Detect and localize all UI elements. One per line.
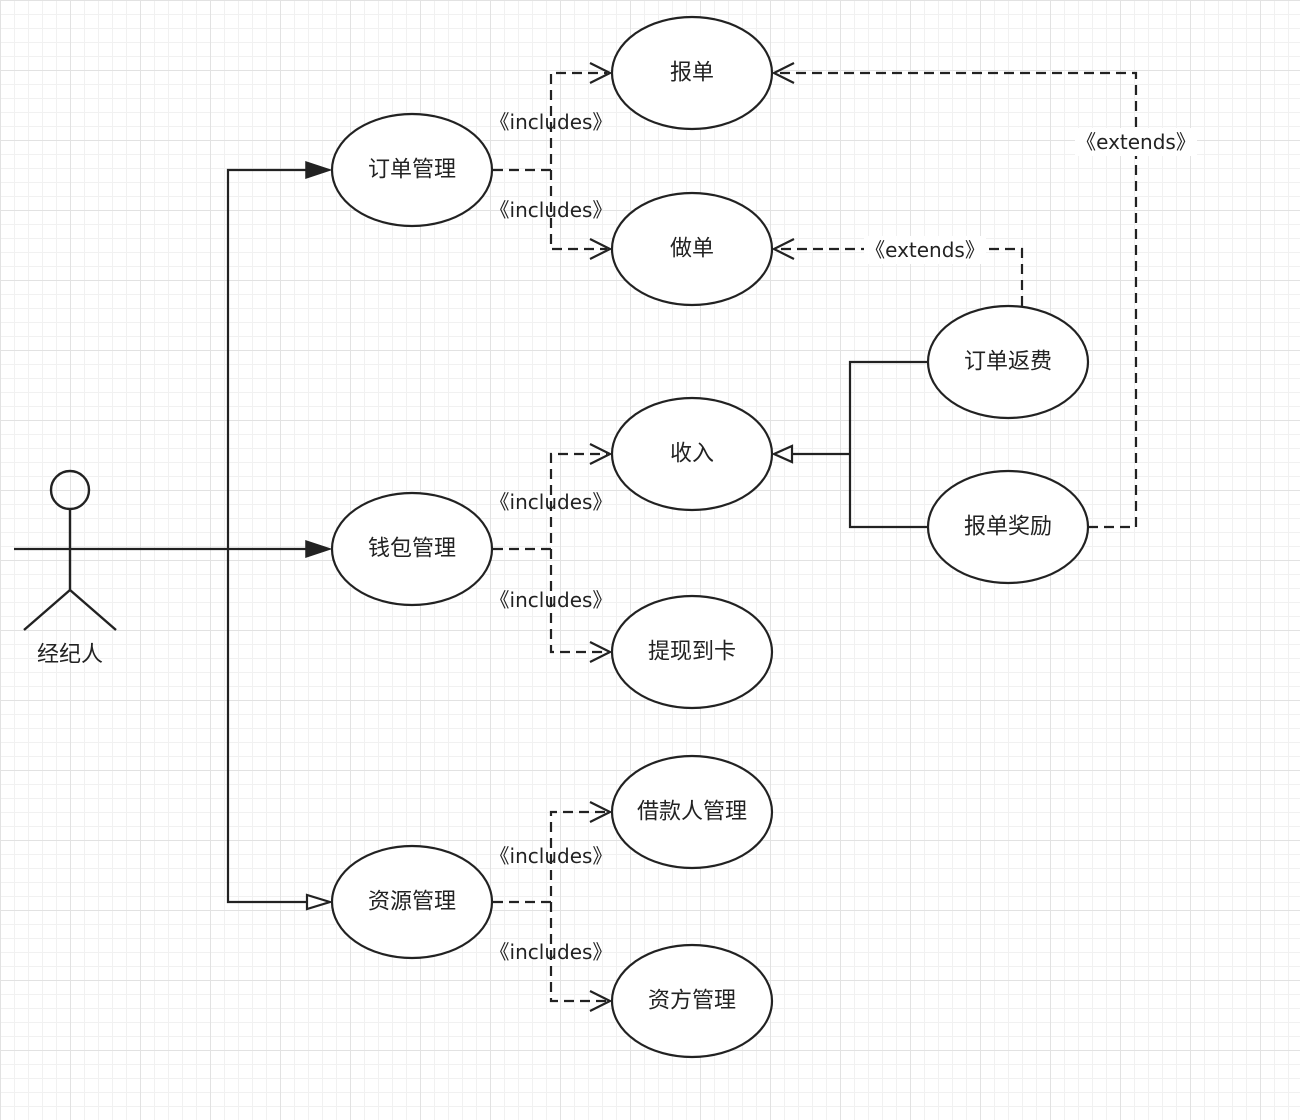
- use-case-label: 订单管理: [368, 158, 456, 183]
- arrowhead-make-order: [589, 238, 613, 260]
- arrowhead-extend-make-order: [771, 238, 795, 260]
- use-case-income[interactable]: 收入: [610, 396, 774, 512]
- actor-associations: [14, 160, 334, 911]
- includes-label-withdraw: 《includes》: [490, 588, 613, 612]
- extends-label-report-order: 《extends》: [1076, 130, 1196, 154]
- arrowhead-wallet-management: [305, 539, 333, 559]
- arrowhead-resource-management: [305, 893, 334, 911]
- association-order-management: [226, 168, 312, 549]
- actor-left-leg: [23, 589, 71, 631]
- extend-line-rebate-to-make-order: [776, 247, 1024, 306]
- use-case-label: 报单奖励: [964, 515, 1052, 540]
- include-line-make-order: [549, 170, 607, 251]
- association-resource-management: [226, 549, 312, 904]
- arrowhead-report-order: [589, 62, 613, 84]
- use-case-label: 资源管理: [368, 890, 456, 915]
- include-line-withdraw: [549, 549, 607, 654]
- actor: 经纪人: [23, 469, 117, 668]
- include-line-report-order: [493, 71, 607, 172]
- use-case-report-reward[interactable]: 报单奖励: [926, 469, 1090, 585]
- arrowhead-borrower: [589, 801, 613, 823]
- use-case-label: 做单: [670, 237, 714, 262]
- include-line-funder: [549, 902, 607, 1003]
- use-case-label: 订单返费: [964, 350, 1052, 375]
- use-case-wallet-management[interactable]: 钱包管理: [330, 491, 494, 607]
- arrowhead-income: [589, 443, 613, 465]
- includes-label-income: 《includes》: [490, 490, 613, 514]
- extend-line-reward-to-report-order: [776, 71, 1138, 529]
- extends-label-make-order: 《extends》: [865, 238, 985, 262]
- includes-label-funder: 《includes》: [490, 940, 613, 964]
- use-case-funder-management[interactable]: 资方管理: [610, 943, 774, 1059]
- arrowhead-withdraw: [589, 641, 613, 663]
- use-case-label: 收入: [670, 442, 714, 467]
- include-line-income: [493, 452, 607, 551]
- use-case-resource-management[interactable]: 资源管理: [330, 844, 494, 960]
- includes-relations: 《includes》 《includes》 《includes》 《includ…: [490, 62, 613, 1012]
- use-case-label: 报单: [670, 61, 714, 86]
- includes-label-make-order: 《includes》: [490, 198, 613, 222]
- arrowhead-funder: [589, 990, 613, 1012]
- use-case-label: 资方管理: [648, 989, 736, 1014]
- extends-label-bg-1: [864, 236, 986, 264]
- arrowhead-extend-report-order: [771, 62, 795, 84]
- actor-head: [49, 469, 91, 511]
- extends-relations: 《extends》 《extends》: [771, 62, 1197, 529]
- use-case-borrower-management[interactable]: 借款人管理: [610, 754, 774, 870]
- use-case-label: 借款人管理: [637, 800, 747, 825]
- use-case-label: 提现到卡: [648, 640, 736, 665]
- include-line-borrower: [493, 810, 607, 904]
- generalization-relations: [771, 360, 928, 529]
- use-case-label: 钱包管理: [368, 537, 456, 562]
- extends-label-bg-2: [1075, 128, 1197, 156]
- use-case-order-management[interactable]: 订单管理: [330, 112, 494, 228]
- includes-label-report-order: 《includes》: [490, 110, 613, 134]
- use-case-report-order[interactable]: 报单: [610, 15, 774, 131]
- use-case-order-rebate[interactable]: 订单返费: [926, 304, 1090, 420]
- generalization-arrowhead: [771, 444, 794, 464]
- arrowhead-order-management: [305, 160, 333, 180]
- use-case-make-order[interactable]: 做单: [610, 191, 774, 307]
- includes-label-borrower: 《includes》: [490, 844, 613, 868]
- actor-label: 经纪人: [37, 643, 103, 668]
- actor-right-leg: [69, 589, 117, 631]
- use-case-withdraw-to-card[interactable]: 提现到卡: [610, 594, 774, 710]
- generalization-order-rebate: [848, 360, 928, 529]
